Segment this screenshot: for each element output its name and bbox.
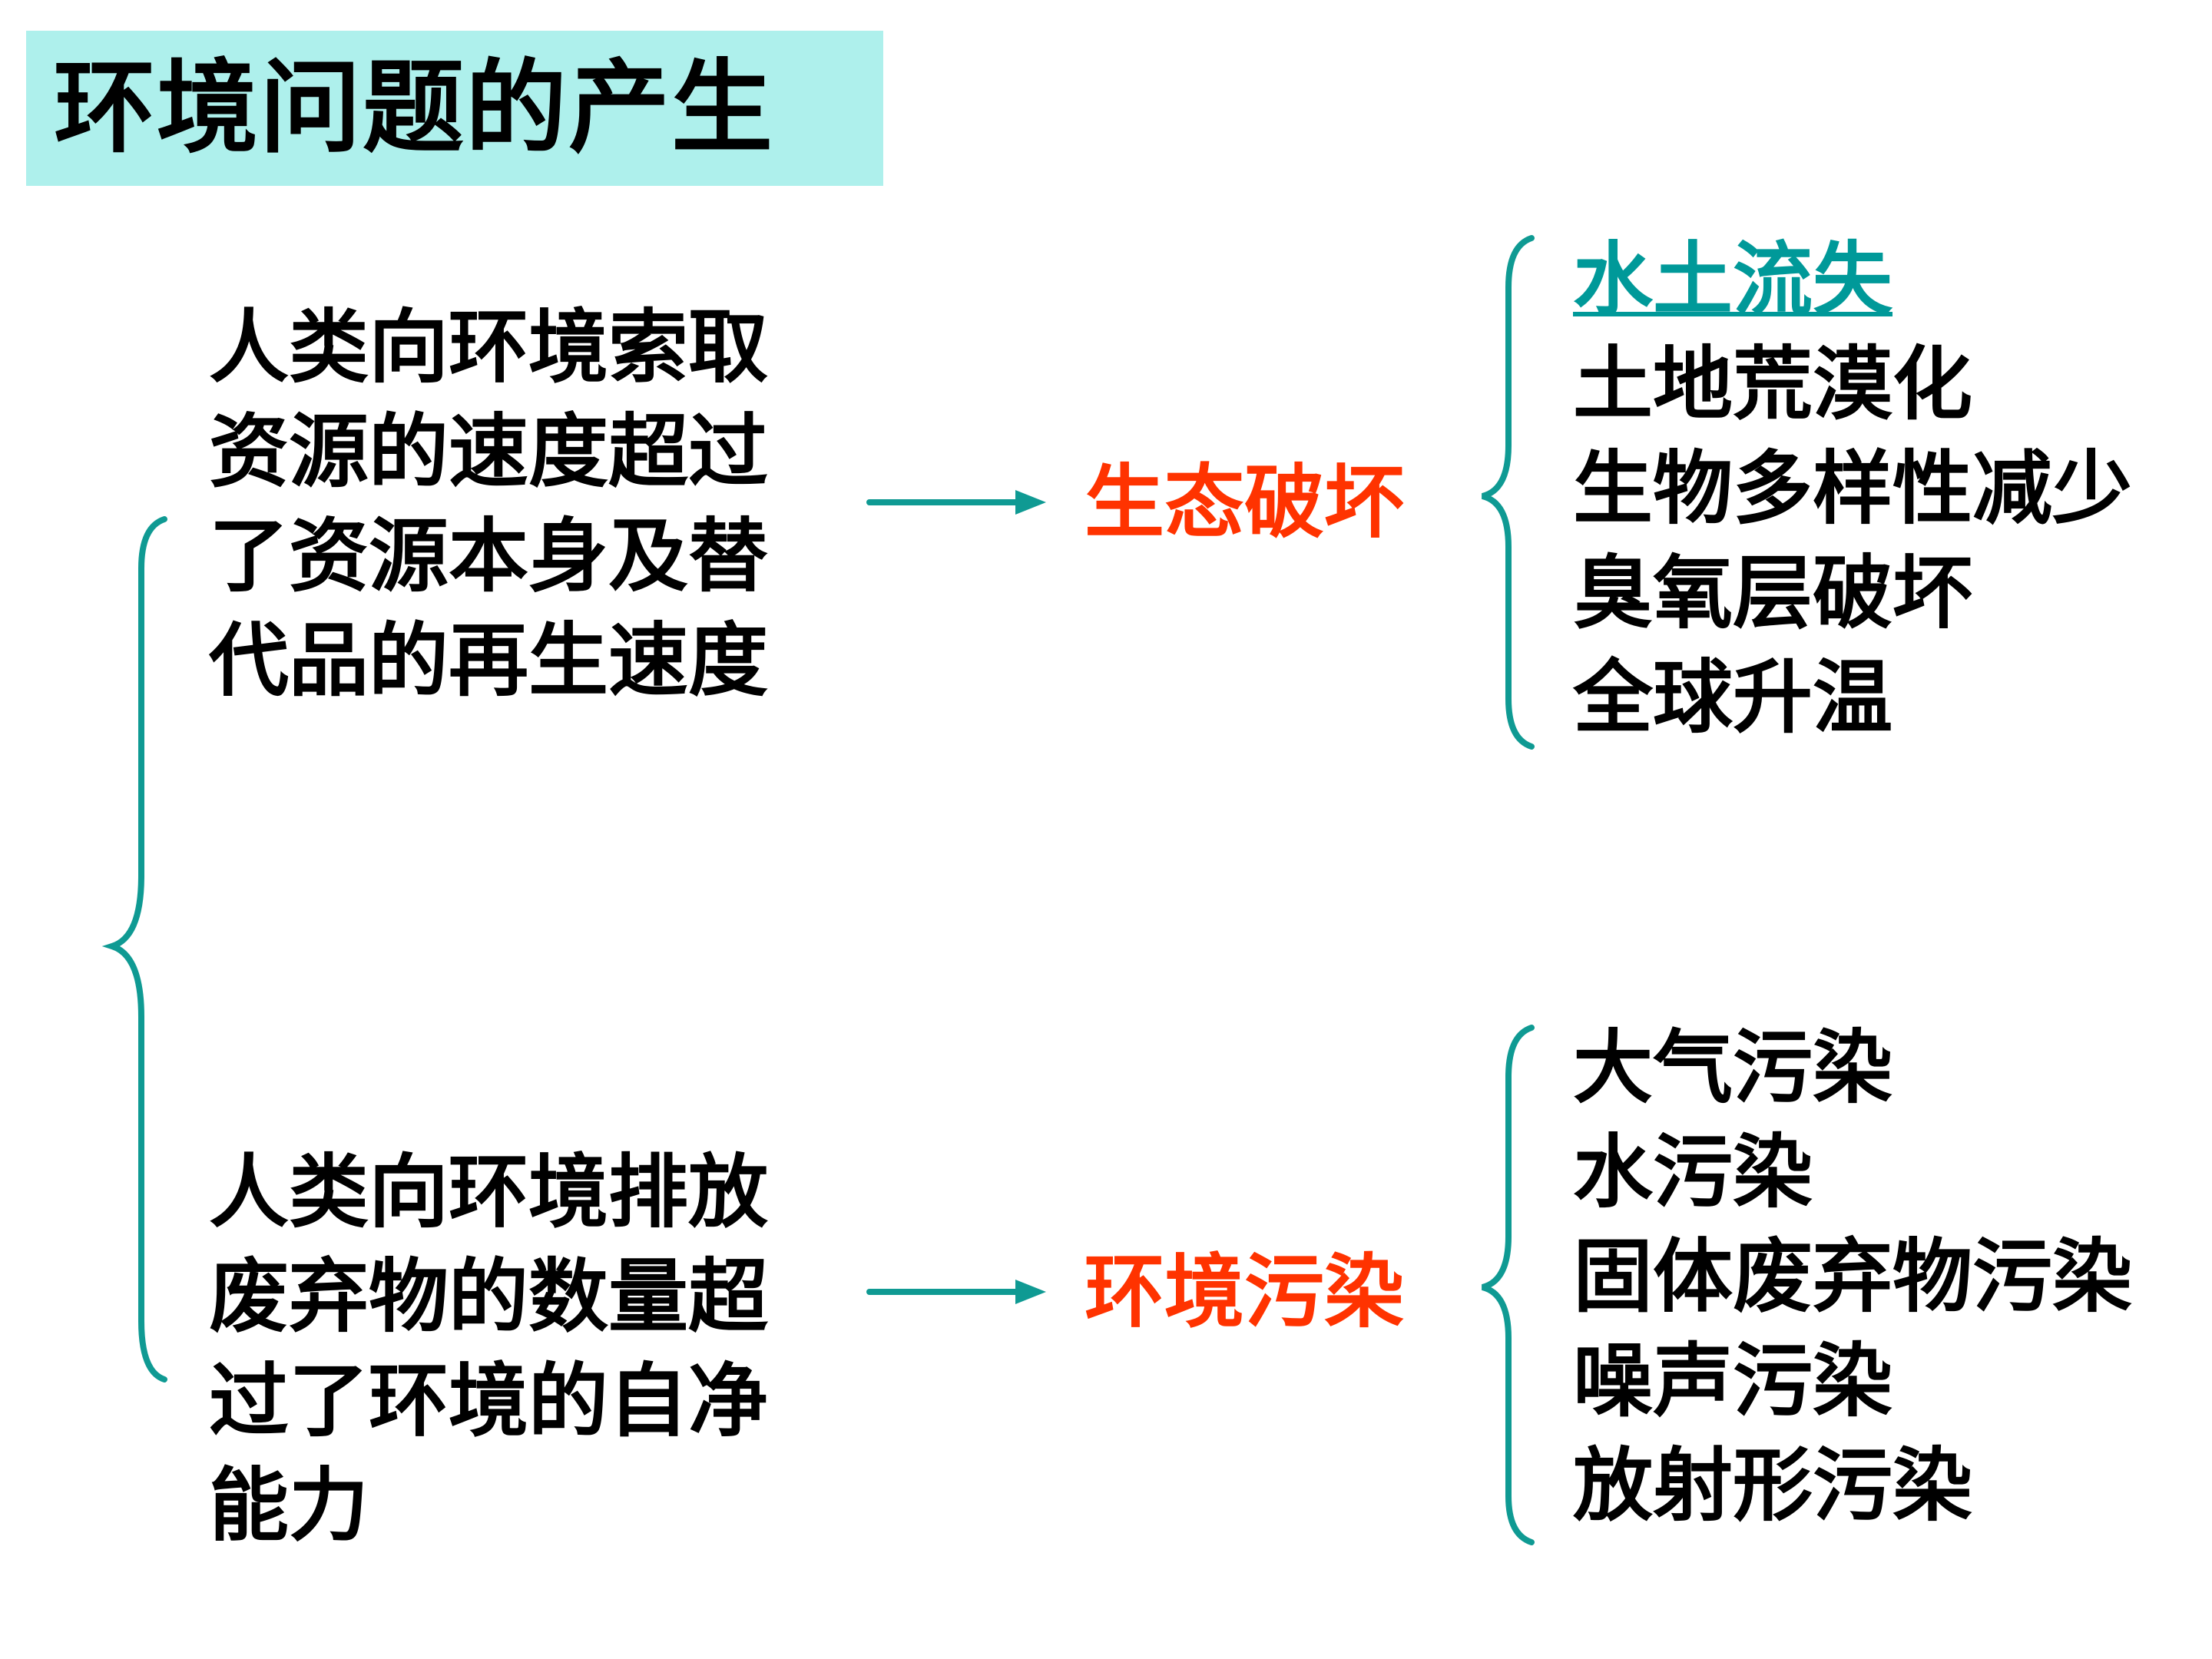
arrow-ecological-head xyxy=(1015,490,1046,515)
arrow-pollution-head xyxy=(1015,1280,1046,1304)
cause-line: 过了环境的自净 xyxy=(209,1354,769,1448)
list-item: 固体废弃物污染 xyxy=(1573,1230,2133,1323)
cause-line: 废弃物的数量超 xyxy=(209,1250,769,1343)
result-environmental-pollution: 环境污染 xyxy=(1084,1245,1405,1339)
ecological-damage-list: 水土流失 土地荒漠化 生物多样性减少 臭氧层破坏 全球升温 xyxy=(1573,227,2132,750)
list-item: 放射形污染 xyxy=(1573,1439,1973,1532)
title-banner: 环境问题的产生 xyxy=(26,31,883,186)
cause-line: 人类向环境索取 xyxy=(209,300,769,394)
cause-line: 能力 xyxy=(209,1459,369,1552)
brace-pollution xyxy=(1481,1025,1535,1545)
result-ecological-damage: 生态破坏 xyxy=(1084,455,1405,549)
page-title: 环境问题的产生 xyxy=(54,49,774,167)
list-item-link[interactable]: 水土流失 xyxy=(1573,233,1893,326)
pollution-list: 大气污染 水污染 固体废弃物污染 噪声污染 放射形污染 xyxy=(1573,1015,2132,1538)
list-item: 噪声污染 xyxy=(1573,1334,1893,1428)
list-item: 土地荒漠化 xyxy=(1573,337,1973,431)
list-item: 全球升温 xyxy=(1573,651,1893,744)
list-item: 生物多样性减少 xyxy=(1573,442,2133,535)
brace-ecological xyxy=(1481,235,1535,750)
list-item: 臭氧层破坏 xyxy=(1573,546,1973,640)
list-item: 大气污染 xyxy=(1573,1021,1893,1114)
cause-pollution: 人类向环境排放 废弃物的数量超 过了环境的自净 能力 xyxy=(209,1140,839,1558)
cause-ecological: 人类向环境索取 资源的速度超过 了资源本身及替 代品的再生速度 xyxy=(209,295,839,713)
list-item: 水污染 xyxy=(1573,1125,1813,1219)
cause-line: 了资源本身及替 xyxy=(209,509,769,603)
cause-line: 人类向环境排放 xyxy=(209,1145,769,1239)
outer-brace xyxy=(101,516,167,1382)
cause-line: 资源的速度超过 xyxy=(209,405,769,498)
cause-line: 代品的再生速度 xyxy=(209,614,769,707)
